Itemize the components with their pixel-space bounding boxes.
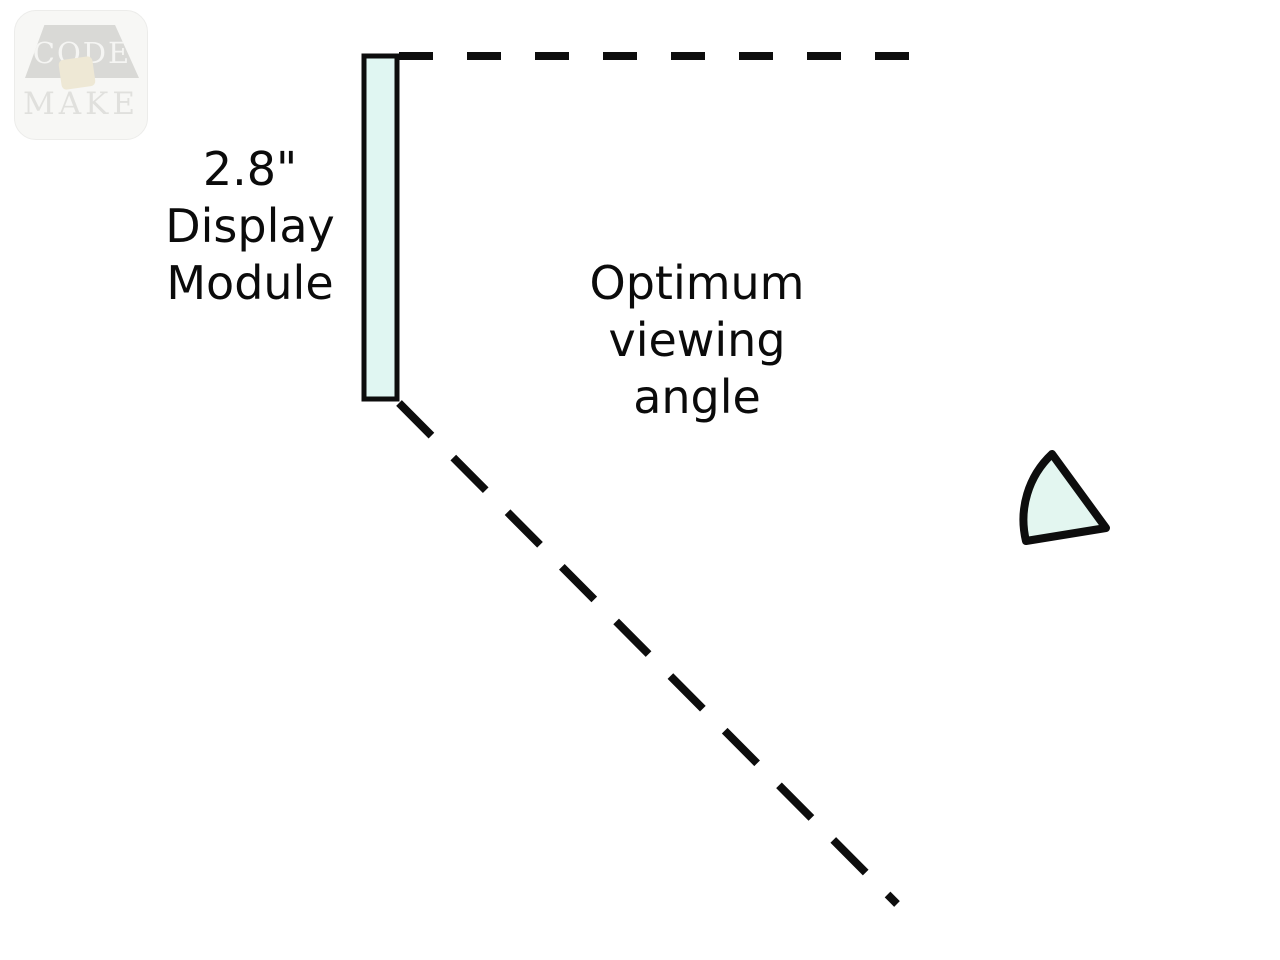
viewing-angle-label-line2: viewing (608, 313, 786, 367)
lower-viewing-angle-dashed-line (396, 400, 900, 907)
viewing-angle-label-line1: Optimum (589, 256, 805, 310)
display-module-label-line1: 2.8" (202, 142, 298, 196)
display-module-panel-shape (361, 53, 400, 402)
viewing-angle-label: Optimum viewing angle (537, 255, 857, 426)
eye-position-icon (1019, 450, 1110, 545)
display-module-label-line2: Display (165, 199, 335, 253)
viewing-angle-label-line3: angle (633, 370, 761, 424)
codemake-watermark-logo: CODE MAKE (14, 10, 148, 140)
display-module-label: 2.8" Display Module (110, 141, 390, 312)
watermark-make-text: MAKE (23, 86, 139, 122)
display-module-label-line3: Module (166, 256, 334, 310)
